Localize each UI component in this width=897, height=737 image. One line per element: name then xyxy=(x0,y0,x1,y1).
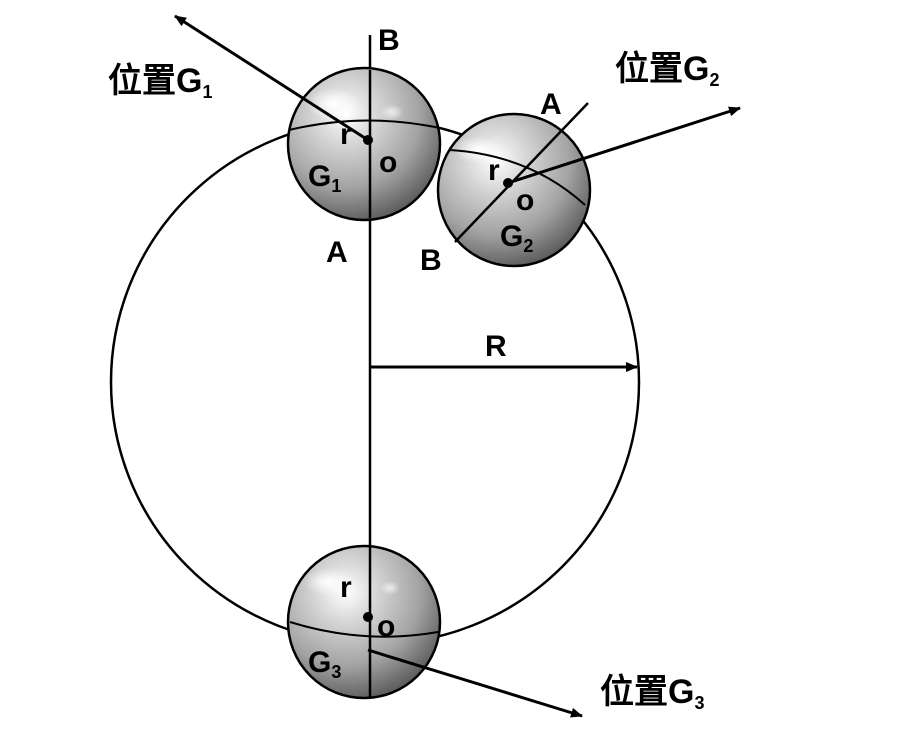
arrow-g2 xyxy=(507,106,741,185)
ball-g1-b-label: B xyxy=(378,24,400,57)
ball-g1-r-label: r xyxy=(340,118,352,151)
position-g2-label: 位置G2 xyxy=(615,50,719,90)
position-g3-label: 位置G3 xyxy=(600,673,704,713)
ball-g3-name: G3 xyxy=(308,646,341,682)
ball-g3-r-label: r xyxy=(340,571,352,604)
ball-g2-name: G2 xyxy=(500,220,533,256)
ball-g1-a-label: A xyxy=(326,236,348,269)
ball-g2 xyxy=(436,102,592,268)
position-g1-label: 位置G1 xyxy=(108,62,212,102)
ball-g1 xyxy=(286,66,442,222)
ball-g1-o-label: o xyxy=(379,146,397,179)
arrow-g3 xyxy=(367,648,583,718)
ball-g2-a-label: A xyxy=(540,88,562,121)
radius-label: R xyxy=(485,330,507,363)
ball-g1-name: G1 xyxy=(308,160,341,196)
ball-g3-center-dot xyxy=(363,612,373,622)
ball-g2-diameter-line xyxy=(454,102,589,243)
ball-g2-r-label: r xyxy=(488,154,500,187)
ball-g3-o-label: o xyxy=(377,610,395,643)
ball-g2-o-label: o xyxy=(516,184,534,217)
arrow-g1 xyxy=(174,14,369,142)
ball-g2-b-label: B xyxy=(420,244,442,277)
